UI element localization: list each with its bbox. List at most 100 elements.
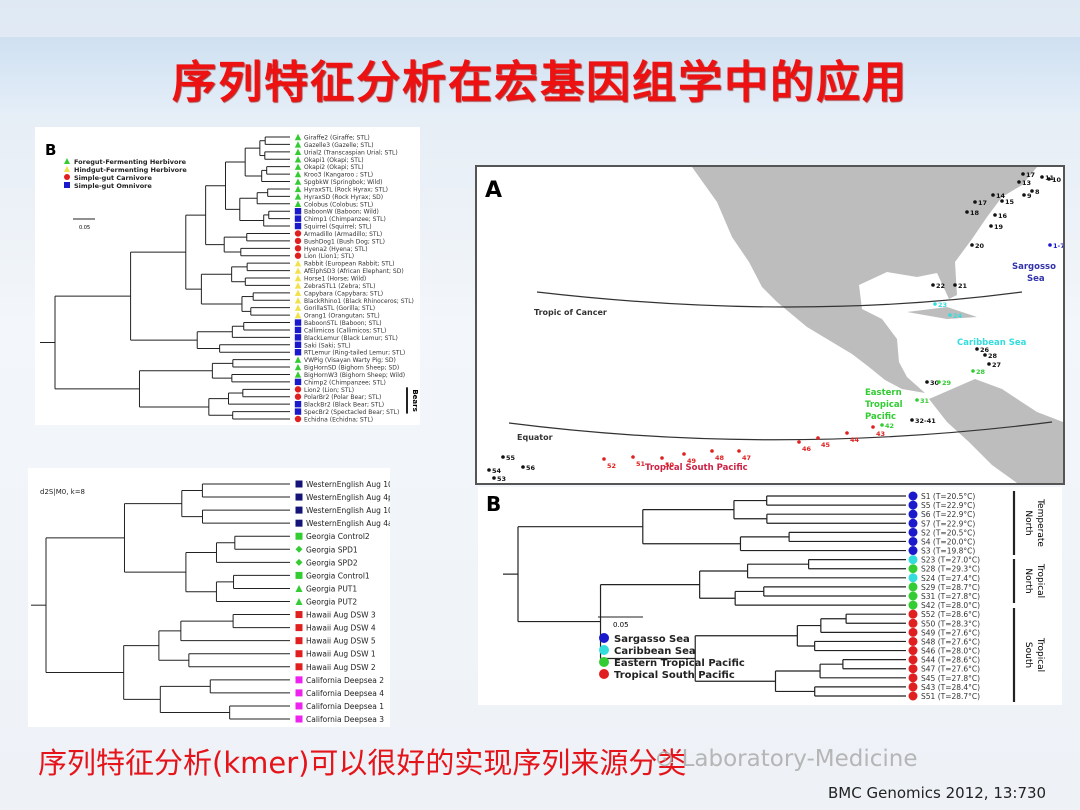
leaf-marker	[295, 480, 303, 488]
group-label: South	[1023, 642, 1033, 668]
leaf-label: GorillaSTL (Gorilla; STL)	[304, 305, 375, 312]
leaf-label: Lion (Lion1; STL)	[304, 253, 354, 260]
cuba-land	[907, 307, 977, 319]
station-dot	[871, 425, 875, 429]
station-dot	[991, 193, 995, 197]
leaf-label: Rabbit (European Rabbit; STL)	[304, 261, 395, 268]
station-label: 24	[953, 312, 963, 320]
legend-label: Sargasso Sea	[614, 634, 690, 645]
watermark-text: Laboratory-Medicine	[681, 746, 918, 772]
leaf-label: BlackBr2 (Black Bear; STL)	[304, 402, 384, 409]
leaf-label: Colobus (Colobus; STL)	[304, 201, 373, 208]
leaf-marker	[294, 156, 302, 163]
leaf-label: S23 (T=27.0°C)	[921, 556, 980, 565]
equator-line	[508, 421, 1053, 441]
scale-label: 0.05	[613, 621, 629, 629]
group-label: Temperate	[1035, 498, 1045, 547]
leaf-marker	[295, 598, 303, 605]
leaf-label: Chimp1 (Chimpanzee; STL)	[304, 216, 386, 223]
leaf-marker	[294, 200, 302, 207]
station-dot	[1022, 193, 1026, 197]
slide-caption: 序列特征分析(kmer)可以很好的实现序列来源分类	[38, 746, 687, 780]
legend-label: Eastern Tropical Pacific	[614, 658, 745, 669]
group-label: North	[1023, 510, 1033, 535]
leaf-marker	[295, 663, 303, 671]
panel-letter: A	[485, 178, 502, 203]
leaf-marker	[295, 584, 303, 592]
station-label: 48	[715, 454, 725, 462]
leaf-marker	[295, 506, 303, 514]
legend-label: Hindgut-Fermenting Herbivore	[74, 166, 187, 174]
leaf-marker	[295, 519, 303, 527]
legend-label: Simple-gut Carnivore	[74, 174, 152, 182]
station-label: 47	[742, 454, 751, 462]
leaf-label: VWPig (Visayan Warty Pig; SD)	[304, 357, 396, 364]
leaf-label: S28 (T=29.3°C)	[921, 565, 980, 574]
leaf-marker	[294, 222, 302, 230]
station-label: 19	[994, 223, 1004, 231]
leaf-marker	[295, 493, 303, 501]
station-dot	[880, 423, 884, 427]
leaf-label: Capybara (Capybara; STL)	[304, 290, 383, 297]
leaf-label: BlackLemur (Black Lemur; STL)	[304, 335, 398, 342]
legend-marker	[599, 633, 609, 643]
leaf-marker	[294, 185, 302, 193]
bears-label: Bears	[411, 389, 419, 411]
station-label: 52	[607, 462, 616, 470]
station-dot	[933, 302, 937, 306]
leaf-label: RTLemur (Ring-tailed Lemur; STL)	[304, 350, 405, 357]
leaf-label: BigHornSD (Bighorn Sheep; SD)	[304, 365, 399, 372]
leaf-marker	[294, 267, 302, 274]
station-dot	[710, 449, 714, 453]
station-label: 16	[998, 212, 1008, 220]
station-label: 53	[497, 475, 506, 483]
station-label: 15	[1005, 198, 1015, 206]
station-label: 1-7	[1053, 242, 1063, 250]
station-dot	[987, 362, 991, 366]
station-dot	[975, 347, 979, 351]
station-label: 26	[980, 346, 990, 354]
leaf-marker	[294, 170, 302, 178]
station-dot	[915, 398, 919, 402]
leaf-marker	[908, 573, 918, 583]
station-label: 29	[942, 379, 952, 387]
leaf-label: Horse1 (Horse; Wild)	[304, 276, 366, 283]
leaf-marker	[908, 691, 918, 701]
panel-letter: B	[45, 141, 56, 159]
station-dot	[953, 283, 957, 287]
legend-marker	[599, 657, 609, 667]
leaf-marker	[295, 558, 303, 566]
leaf-marker	[908, 536, 918, 546]
leaf-label: California Deepsea 2	[306, 676, 384, 685]
station-dot	[1047, 177, 1051, 181]
legend-label: Simple-gut Omnivore	[74, 182, 152, 190]
leaf-label: HyraxSD (Rock Hyrax; SD)	[304, 194, 383, 201]
station-dot	[937, 380, 941, 384]
leaf-marker	[294, 193, 302, 200]
leaf-label: Georgia Control2	[306, 532, 370, 541]
leaf-label: S44 (T=28.6°C)	[921, 656, 980, 665]
station-dot	[983, 353, 987, 357]
leaf-label: S5 (T=22.9°C)	[921, 501, 975, 510]
leaf-marker	[294, 341, 302, 348]
leaf-marker	[294, 326, 302, 334]
station-dot	[931, 283, 935, 287]
station-label: 10	[1052, 176, 1062, 184]
north-america-land	[692, 167, 1037, 393]
station-dot	[797, 440, 801, 444]
leaf-label: S4 (T=20.0°C)	[921, 537, 975, 546]
etp-label: Tropical	[865, 400, 903, 410]
leaf-label: S48 (T=27.6°C)	[921, 637, 980, 646]
leaf-marker	[294, 141, 302, 148]
station-label: 17	[1026, 171, 1035, 179]
leaf-label: S3 (T=19.8°C)	[921, 547, 975, 556]
leaf-marker	[294, 334, 302, 341]
leaf-marker	[908, 546, 918, 556]
slide-title: 序列特征分析在宏基因组学中的应用	[172, 57, 908, 108]
station-dot	[660, 456, 664, 460]
leaf-label: SpgbkW (Springbok; Wild)	[304, 179, 382, 186]
station-dot	[845, 431, 849, 435]
station-label: 17	[978, 199, 987, 207]
station-dot	[1030, 189, 1034, 193]
station-label: 56	[526, 464, 536, 472]
